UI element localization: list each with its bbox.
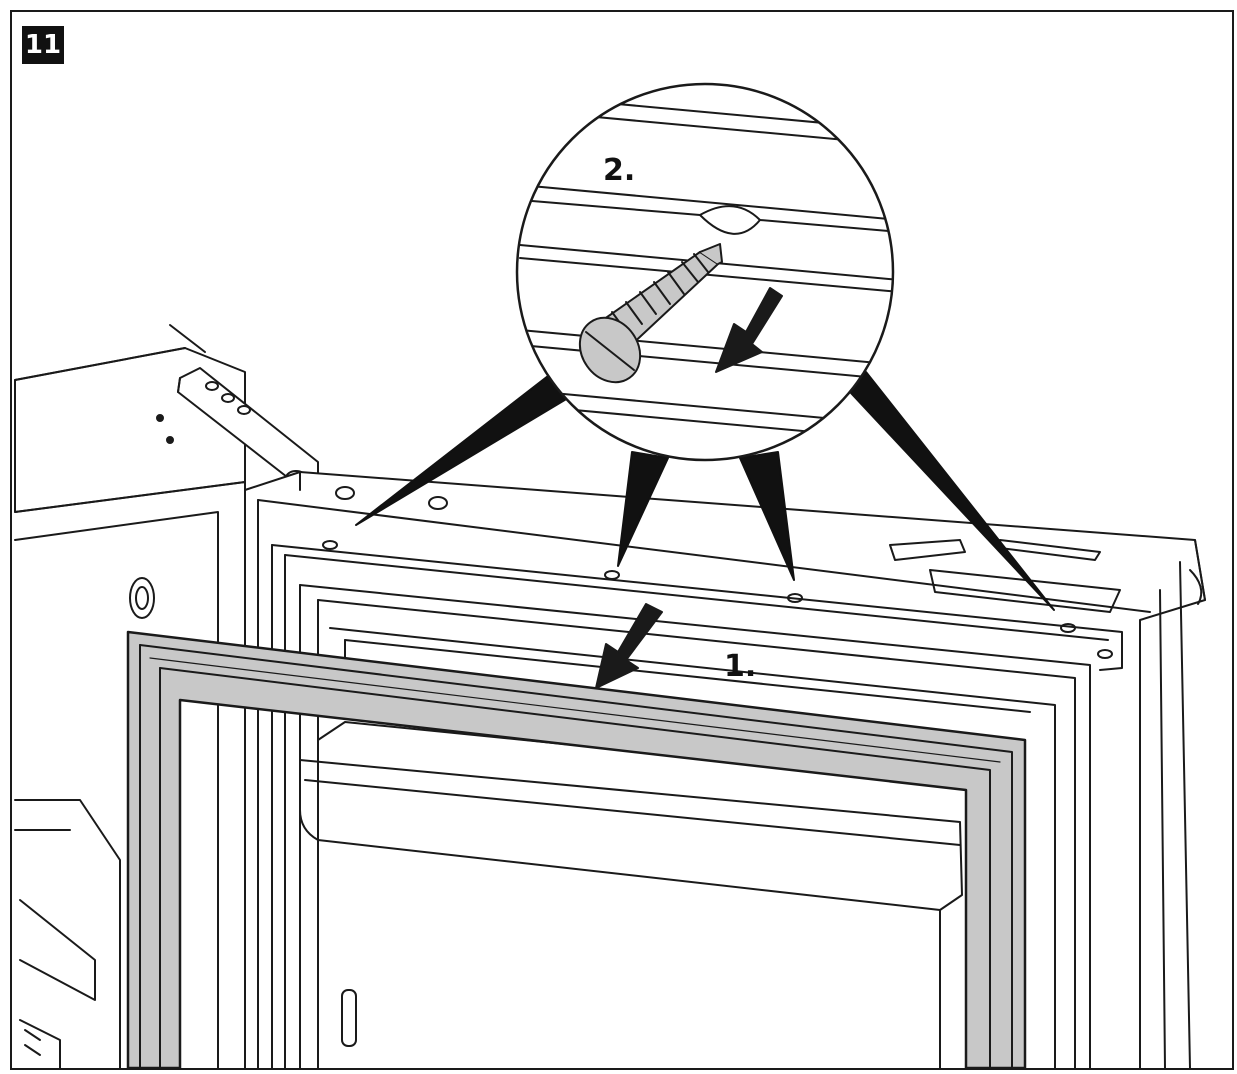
step-number-badge: 11 xyxy=(22,26,64,64)
callout-label-2: 2. xyxy=(603,153,635,188)
arrow-remove-gasket xyxy=(595,603,663,689)
callout-label-1: 1. xyxy=(724,649,756,684)
screw-holes xyxy=(322,540,1113,659)
callout-pointers xyxy=(355,371,1055,611)
arrow-insert-screw xyxy=(715,287,783,373)
figure-frame xyxy=(10,10,1234,1070)
door-gasket xyxy=(126,630,1027,1068)
screw xyxy=(578,243,723,384)
magnifier-detail xyxy=(515,82,895,462)
